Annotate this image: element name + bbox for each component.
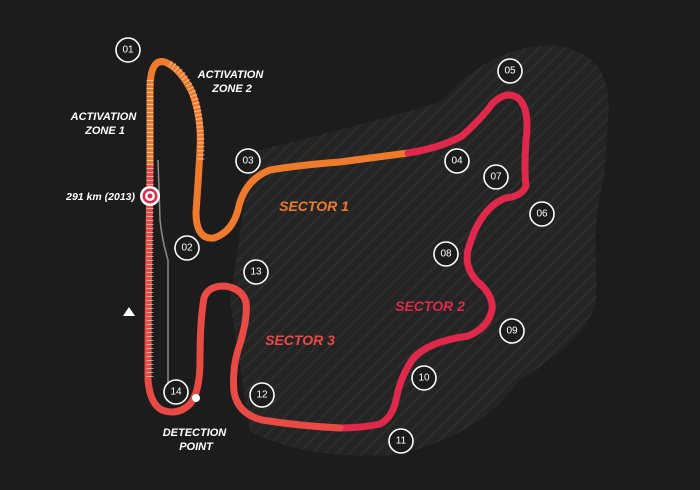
sector1-label: SECTOR 1 [279, 198, 349, 214]
svg-text:10: 10 [418, 373, 430, 384]
terrain-area [230, 45, 609, 456]
svg-text:09: 09 [506, 326, 518, 337]
sector1-track [146, 58, 412, 242]
svg-text:13: 13 [250, 267, 262, 278]
svg-text:11: 11 [396, 436, 407, 447]
turn-02: 02 [174, 235, 200, 261]
turn-08: 08 [433, 241, 459, 267]
turn-05: 05 [497, 58, 523, 84]
turn-11: 11 [388, 428, 414, 454]
turn-07: 07 [483, 164, 509, 190]
turn-03: 03 [235, 148, 261, 174]
svg-text:01: 01 [122, 45, 134, 56]
pit-lane [157, 159, 169, 400]
activation-zone-1-label: ACTIVATION ZONE 1 [70, 111, 140, 137]
turn-04: 04 [444, 148, 470, 174]
turn-10: 10 [411, 365, 437, 391]
turn-12: 12 [249, 382, 275, 408]
turn-09: 09 [499, 318, 525, 344]
detection-point-label: DETECTION POINT [163, 427, 230, 453]
start-triangle-icon [123, 307, 135, 316]
svg-text:05: 05 [504, 66, 516, 77]
speed-trap-label: 291 km (2013) [65, 191, 135, 203]
svg-text:07: 07 [490, 172, 502, 183]
sector3-label: SECTOR 3 [265, 332, 335, 348]
svg-text:12: 12 [256, 390, 268, 401]
svg-text:06: 06 [536, 209, 548, 220]
sector2-track [336, 91, 531, 432]
svg-text:08: 08 [440, 249, 452, 260]
sector2-label: SECTOR 2 [395, 298, 465, 314]
svg-text:02: 02 [181, 243, 193, 254]
svg-text:14: 14 [170, 387, 182, 398]
activation-zone-2-label: ACTIVATION ZONE 2 [197, 69, 267, 95]
turn-01: 01 [115, 37, 141, 63]
drs-zone-2 [168, 60, 205, 161]
svg-text:03: 03 [242, 156, 254, 167]
turn-14: 14 [163, 379, 189, 405]
detection-point-marker [192, 394, 200, 402]
turn-06: 06 [529, 201, 555, 227]
turn-13: 13 [243, 259, 269, 285]
speed-trap-marker [140, 186, 160, 206]
sector3-track [144, 164, 344, 432]
svg-text:04: 04 [451, 156, 463, 167]
